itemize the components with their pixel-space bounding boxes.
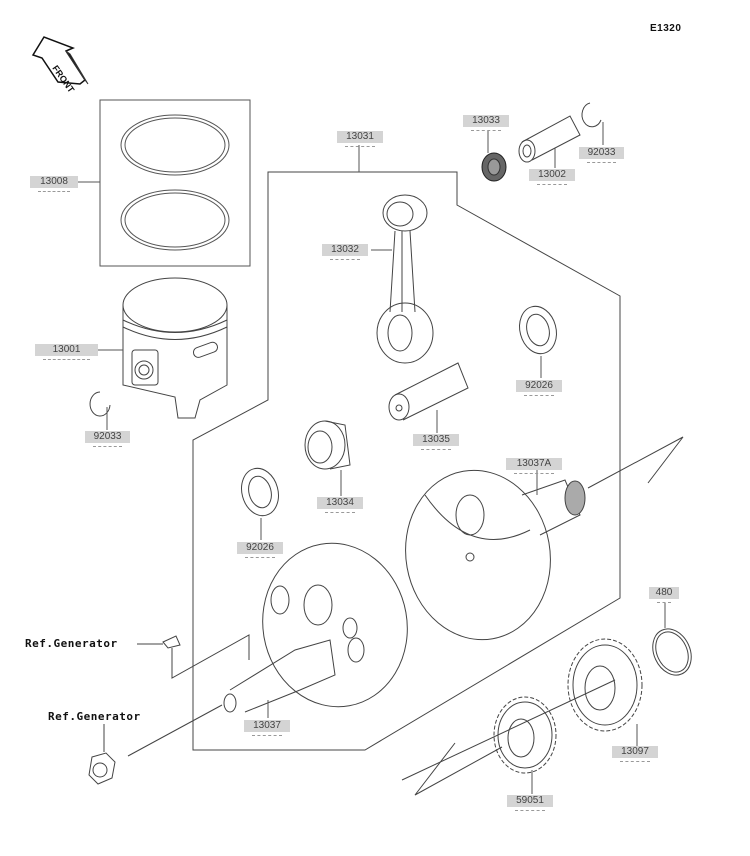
part-label-13037[interactable]: 13037 bbox=[244, 720, 290, 736]
crank-pin-icon bbox=[388, 362, 469, 421]
part-label-92026-left[interactable]: 92026 bbox=[237, 542, 283, 558]
circlip-480-icon bbox=[652, 628, 692, 676]
part-label-13037A[interactable]: 13037A bbox=[506, 458, 562, 474]
front-arrow-icon: FRONT bbox=[31, 36, 89, 95]
part-label-59051[interactable]: 59051 bbox=[507, 795, 553, 811]
diagram-code: E1320 bbox=[650, 23, 682, 34]
gear-59051-icon bbox=[493, 696, 557, 774]
part-label-480[interactable]: 480 bbox=[649, 587, 679, 603]
big-end-bearing-icon bbox=[304, 420, 351, 470]
piston-ring-icon bbox=[120, 114, 230, 251]
circlip-right-icon bbox=[581, 102, 602, 128]
part-label-92033-right[interactable]: 92033 bbox=[579, 147, 624, 163]
thrust-washer-left-icon bbox=[241, 467, 279, 517]
circlip-left-icon bbox=[89, 391, 111, 417]
piston-ring-box bbox=[99, 99, 251, 267]
part-label-13033[interactable]: 13033 bbox=[463, 115, 509, 131]
part-label-92033-left[interactable]: 92033 bbox=[85, 431, 130, 447]
part-label-13097[interactable]: 13097 bbox=[612, 746, 658, 762]
small-end-bearing-icon bbox=[481, 152, 507, 182]
piston-pin-icon bbox=[518, 115, 581, 163]
part-label-13031[interactable]: 13031 bbox=[337, 131, 383, 147]
part-label-13001[interactable]: 13001 bbox=[35, 344, 98, 360]
part-label-13035[interactable]: 13035 bbox=[413, 434, 459, 450]
part-label-13032[interactable]: 13032 bbox=[322, 244, 368, 260]
ref-generator-key-label[interactable]: Ref.Generator bbox=[25, 637, 118, 650]
flange-nut-icon bbox=[88, 752, 116, 785]
woodruff-key-icon bbox=[162, 635, 181, 649]
thrust-washer-right-icon bbox=[519, 305, 557, 355]
part-label-13008[interactable]: 13008 bbox=[30, 176, 78, 192]
crankshaft-assembly-frame bbox=[192, 171, 621, 751]
gear-13097-icon bbox=[567, 638, 643, 732]
crankshaft-right-icon bbox=[405, 469, 586, 641]
connecting-rod-icon bbox=[376, 194, 434, 364]
part-label-92026-right[interactable]: 92026 bbox=[516, 380, 562, 396]
crankshaft-left-icon bbox=[223, 542, 408, 713]
ref-generator-nut-label[interactable]: Ref.Generator bbox=[48, 710, 141, 723]
piston-icon bbox=[122, 277, 228, 419]
part-label-13002[interactable]: 13002 bbox=[529, 169, 575, 185]
part-label-13034[interactable]: 13034 bbox=[317, 497, 363, 513]
